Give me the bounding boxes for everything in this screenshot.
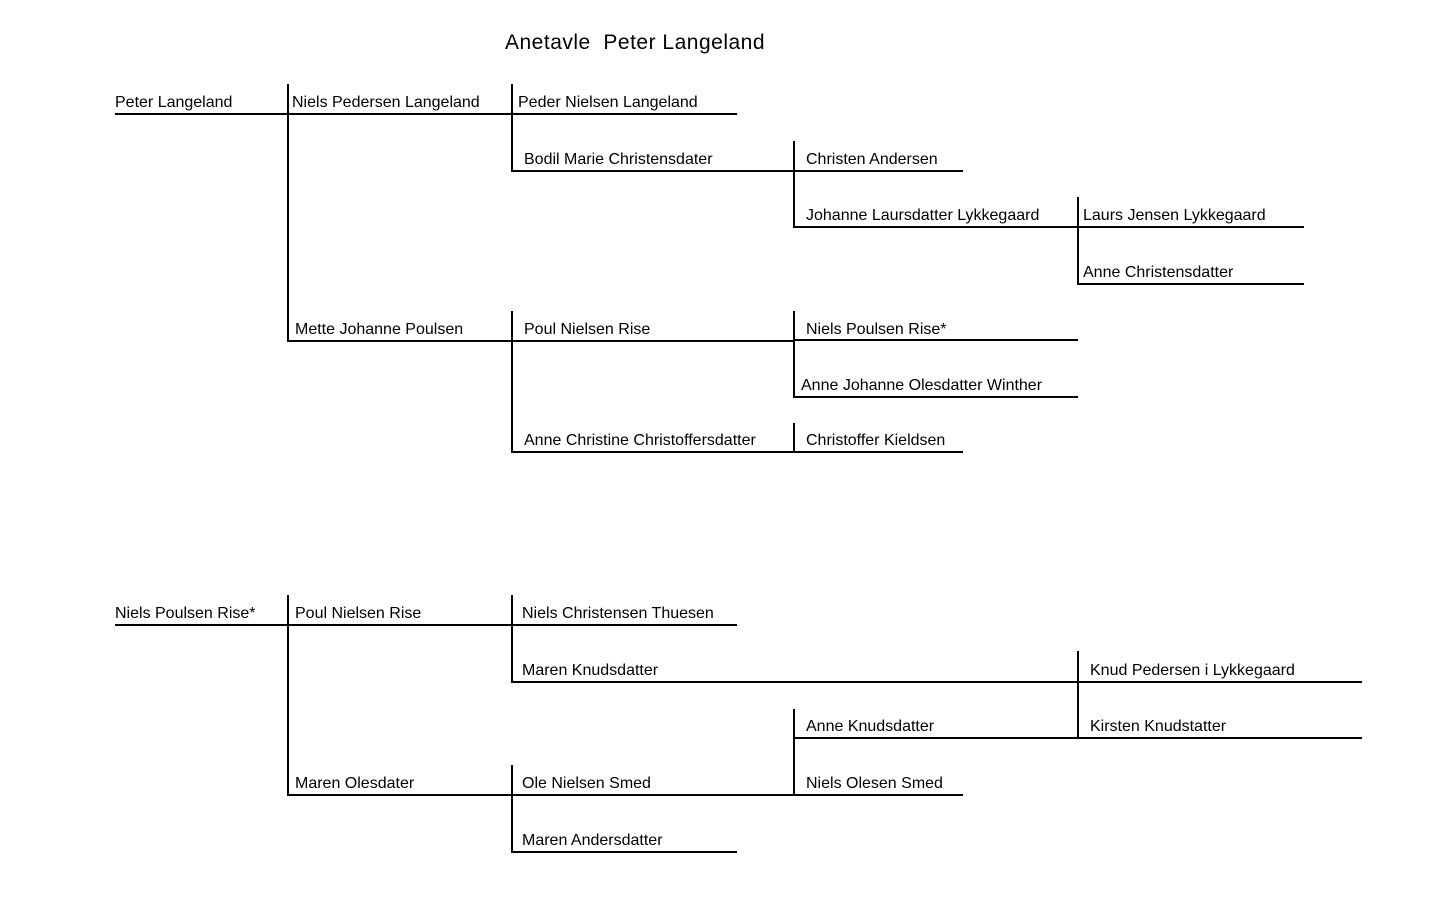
connector-line-vertical [511, 595, 513, 683]
connector-line-vertical [511, 311, 513, 453]
person-niels-olesen-smed: Niels Olesen Smed [806, 775, 943, 792]
person-anne-johanne-olesdatter-winther: Anne Johanne Olesdatter Winther [801, 377, 1043, 394]
person-anne-christine-christoffersdatter: Anne Christine Christoffersdatter [524, 432, 756, 449]
chart-title: Anetavle Peter Langeland [505, 31, 766, 54]
person-poul-nielsen-rise: Poul Nielsen Rise [295, 605, 422, 622]
person-niels-pedersen-langeland: Niels Pedersen Langeland [292, 94, 480, 111]
person-niels-christensen-thuesen: Niels Christensen Thuesen [522, 605, 714, 622]
connector-line-horizontal [1078, 226, 1304, 228]
person-christoffer-kieldsen: Christoffer Kieldsen [806, 432, 946, 449]
connector-line-vertical [793, 311, 795, 398]
person-bodil-marie-christensdater: Bodil Marie Christensdater [524, 151, 713, 168]
person-johanne-laursdatter-lykkegaard: Johanne Laursdatter Lykkegaard [806, 207, 1040, 224]
connector-line-vertical [287, 84, 289, 342]
connector-line-horizontal [512, 170, 794, 172]
connector-line-vertical [793, 141, 795, 228]
person-mette-johanne-poulsen: Mette Johanne Poulsen [295, 321, 464, 338]
connector-line-horizontal [115, 624, 288, 626]
connector-line-horizontal [288, 113, 512, 115]
connector-line-horizontal [512, 113, 737, 115]
person-maren-andersdatter: Maren Andersdatter [522, 832, 663, 849]
connector-line-horizontal [512, 451, 794, 453]
connector-line-horizontal [288, 794, 512, 796]
connector-line-horizontal [794, 339, 1078, 341]
connector-line-horizontal [794, 794, 963, 796]
person-ole-nielsen-smed: Ole Nielsen Smed [522, 775, 651, 792]
connector-line-horizontal [512, 340, 794, 342]
connector-line-horizontal [512, 851, 737, 853]
person-anne-christensdatter: Anne Christensdatter [1083, 264, 1234, 281]
person-knud-pedersen-i-lykkegaard: Knud Pedersen i Lykkegaard [1090, 662, 1295, 679]
person-niels-poulsen-rise: Niels Poulsen Rise* [115, 605, 256, 622]
person-niels-poulsen-rise: Niels Poulsen Rise* [806, 321, 947, 338]
connector-line-vertical [793, 423, 795, 453]
connector-line-horizontal [115, 113, 288, 115]
connector-line-horizontal [512, 681, 1362, 683]
connector-line-vertical [287, 595, 289, 796]
connector-line-horizontal [794, 396, 1078, 398]
person-peter-langeland: Peter Langeland [115, 94, 233, 111]
connector-line-vertical [511, 765, 513, 853]
connector-line-horizontal [512, 624, 737, 626]
person-anne-knudsdatter: Anne Knudsdatter [806, 718, 935, 735]
person-peder-nielsen-langeland: Peder Nielsen Langeland [518, 94, 698, 111]
person-laurs-jensen-lykkegaard: Laurs Jensen Lykkegaard [1083, 207, 1266, 224]
connector-line-horizontal [794, 226, 1078, 228]
connector-line-horizontal [288, 340, 512, 342]
connector-line-horizontal [794, 737, 1078, 739]
person-maren-knudsdatter: Maren Knudsdatter [522, 662, 659, 679]
connector-line-vertical [1077, 197, 1079, 285]
connector-line-horizontal [1078, 283, 1304, 285]
connector-line-horizontal [512, 794, 794, 796]
person-kirsten-knudstatter: Kirsten Knudstatter [1090, 718, 1227, 735]
connector-line-horizontal [794, 170, 963, 172]
person-poul-nielsen-rise: Poul Nielsen Rise [524, 321, 651, 338]
person-maren-olesdater: Maren Olesdater [295, 775, 415, 792]
connector-line-vertical [793, 709, 795, 796]
connector-line-horizontal [794, 451, 963, 453]
connector-line-horizontal [1078, 737, 1362, 739]
person-christen-andersen: Christen Andersen [806, 151, 938, 168]
connector-line-vertical [1077, 651, 1079, 739]
connector-line-vertical [511, 84, 513, 172]
connector-line-horizontal [288, 624, 512, 626]
